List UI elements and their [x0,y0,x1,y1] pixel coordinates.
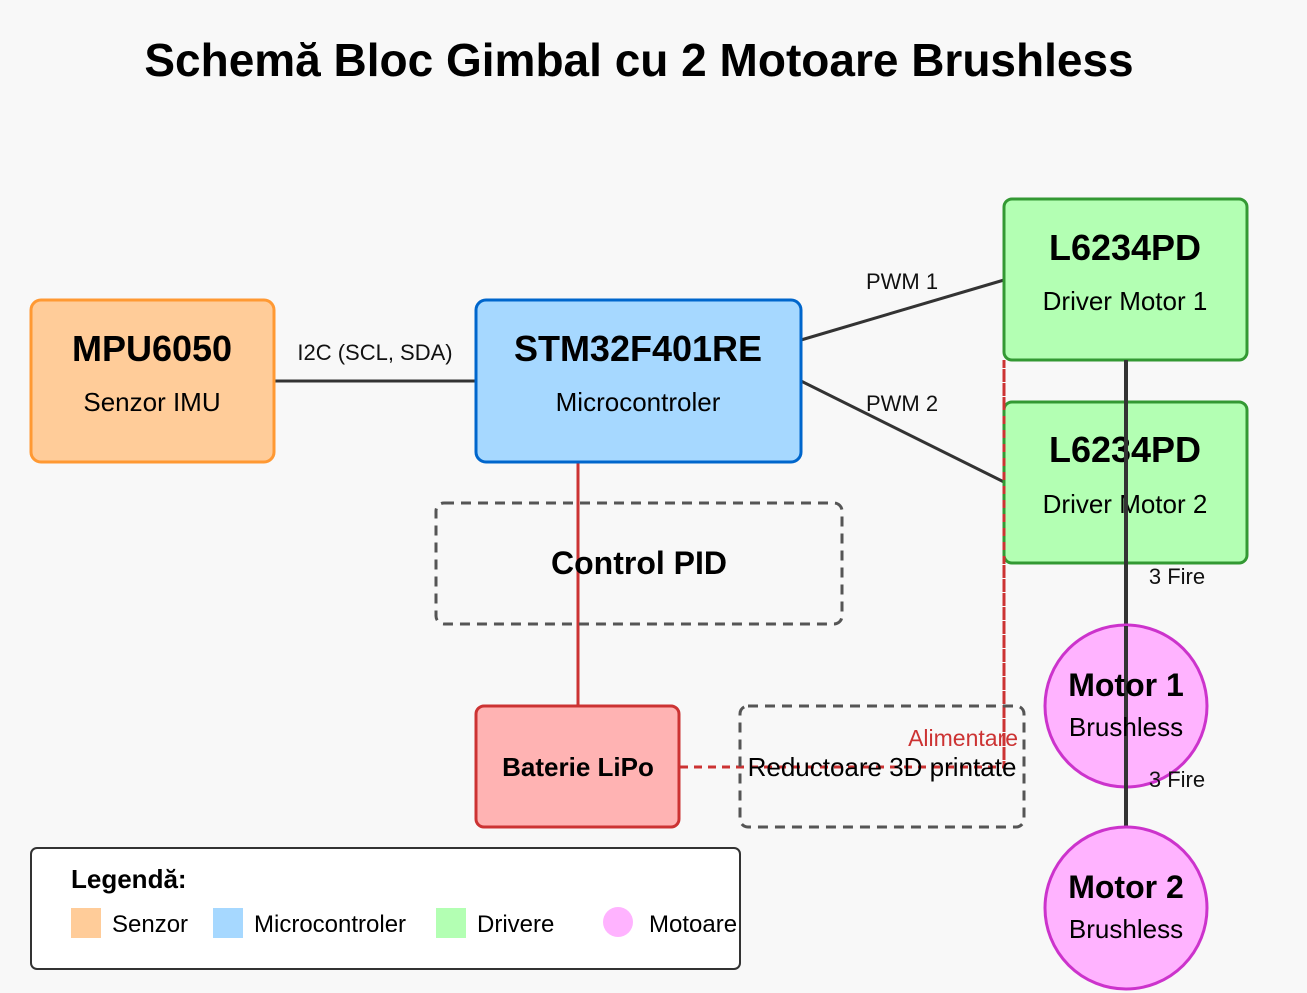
mcu-block: STM32F401RE Microcontroler [474,298,803,464]
legend-label-mcu: Microcontroler [254,911,406,938]
legend-swatch-mcu [213,908,243,938]
motor2-circle [1043,825,1209,991]
sensor-box [29,298,276,464]
motor2-block: Motor 2 Brushless [1043,825,1209,991]
legend: Legendă: Senzor Microcontroler Drivere M… [30,847,741,970]
driver1-subtitle: Driver Motor 1 [1043,286,1208,316]
pid-block: Control PID [434,501,844,626]
gears-block [738,704,1026,829]
sensor-title: MPU6050 [72,328,232,369]
legend-label-sensor: Senzor [112,911,188,938]
pwm1-connection [800,278,1005,342]
power-label: Alimentare [908,725,1018,751]
legend-title: Legendă: [71,864,187,894]
legend-swatch-sensor [71,908,101,938]
driver1-box [1002,197,1249,362]
pwm1-label: PWM 1 [866,269,938,294]
motor2-subtitle: Brushless [1069,914,1183,944]
motor1-block: Motor 1 Brushless [1043,623,1209,828]
battery-label: Baterie LiPo [502,752,654,782]
pid-label: Control PID [551,545,727,581]
sensor-subtitle: Senzor IMU [83,387,220,417]
pid-box [434,501,844,626]
mcu-box [474,298,803,464]
gears-box [738,704,1026,829]
wires2-label: 3 Fire [1149,767,1205,792]
motor2-title: Motor 2 [1068,869,1184,905]
gears-label: Reductoare 3D printate [748,752,1017,782]
mcu-subtitle: Microcontroler [556,387,721,417]
battery-block: Baterie LiPo [474,704,681,829]
wires1-label: 3 Fire [1149,564,1205,589]
diagram-title: Schemă Bloc Gimbal cu 2 Motoare Brushles… [144,34,1133,86]
driver1-title: L6234PD [1049,227,1201,268]
legend-box [30,847,741,970]
legend-label-motors: Motoare [649,911,737,938]
driver1-block: L6234PD Driver Motor 1 [1002,197,1249,362]
pwm2-connection [800,379,1005,484]
sensor-block: MPU6050 Senzor IMU [29,298,276,464]
pwm2-label: PWM 2 [866,391,938,416]
legend-swatch-motors [603,907,633,937]
motor1-subtitle: Brushless [1069,712,1183,742]
legend-swatch-drivers [436,908,466,938]
i2c-label: I2C (SCL, SDA) [297,340,452,365]
battery-box [474,704,681,829]
motor1-title: Motor 1 [1068,667,1184,703]
legend-label-drivers: Drivere [477,911,554,938]
mcu-title: STM32F401RE [514,328,762,369]
